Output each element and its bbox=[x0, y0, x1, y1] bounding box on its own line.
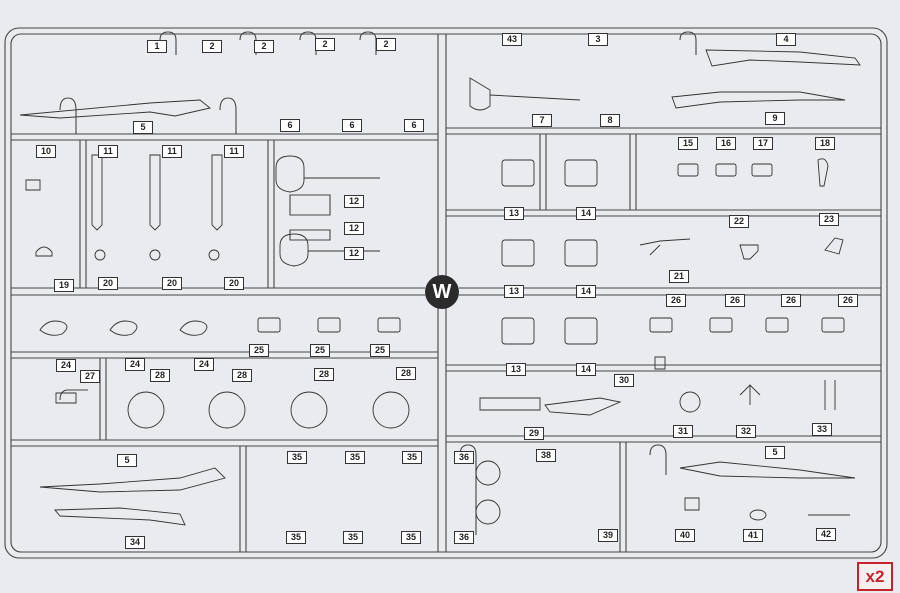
sprue-letter-badge: W bbox=[425, 275, 459, 309]
part-label: 28 bbox=[232, 369, 252, 382]
part-label: 13 bbox=[506, 363, 526, 376]
part-label: 26 bbox=[781, 294, 801, 307]
part-label: 10 bbox=[36, 145, 56, 158]
part-label: 24 bbox=[56, 359, 76, 372]
part-label: 25 bbox=[370, 344, 390, 357]
part-label: 42 bbox=[816, 528, 836, 541]
part-label: 13 bbox=[504, 207, 524, 220]
bayonet-scabbard-parts bbox=[92, 155, 222, 230]
part-label: 1 bbox=[147, 40, 167, 53]
part-label: 5 bbox=[117, 454, 137, 467]
part-label: 35 bbox=[343, 531, 363, 544]
sprue-frame bbox=[5, 28, 887, 558]
part-label: 36 bbox=[454, 531, 474, 544]
misc-parts bbox=[26, 78, 850, 524]
part-label: 40 bbox=[675, 529, 695, 542]
part-label: 20 bbox=[224, 277, 244, 290]
part-label: 15 bbox=[678, 137, 698, 150]
part-label: 29 bbox=[524, 427, 544, 440]
part-label: 35 bbox=[345, 451, 365, 464]
part-label: 26 bbox=[838, 294, 858, 307]
part-label: 35 bbox=[286, 531, 306, 544]
part-label: 19 bbox=[54, 279, 74, 292]
pouch-parts bbox=[258, 160, 844, 344]
part-label: 17 bbox=[753, 137, 773, 150]
part-label: 25 bbox=[310, 344, 330, 357]
rifle-parts bbox=[20, 50, 860, 525]
part-label: 26 bbox=[666, 294, 686, 307]
part-label: 14 bbox=[576, 207, 596, 220]
part-label: 14 bbox=[576, 285, 596, 298]
part-label: 28 bbox=[150, 369, 170, 382]
quantity-badge: x2 bbox=[857, 562, 893, 591]
part-label: 35 bbox=[402, 451, 422, 464]
shovel-parts bbox=[276, 156, 380, 266]
part-label: 11 bbox=[224, 145, 244, 158]
part-label: 13 bbox=[504, 285, 524, 298]
part-label: 33 bbox=[812, 423, 832, 436]
part-label: 35 bbox=[401, 531, 421, 544]
part-label: 43 bbox=[502, 33, 522, 46]
part-label: 20 bbox=[162, 277, 182, 290]
part-label: 23 bbox=[819, 213, 839, 226]
part-label: 6 bbox=[280, 119, 300, 132]
part-label: 6 bbox=[404, 119, 424, 132]
part-label: 41 bbox=[743, 529, 763, 542]
part-label: 35 bbox=[287, 451, 307, 464]
part-label: 24 bbox=[194, 358, 214, 371]
part-label: 3 bbox=[588, 33, 608, 46]
part-label: 21 bbox=[669, 270, 689, 283]
part-label: 30 bbox=[614, 374, 634, 387]
part-label: 28 bbox=[396, 367, 416, 380]
part-label: 31 bbox=[673, 425, 693, 438]
part-label: 9 bbox=[765, 112, 785, 125]
part-label: 11 bbox=[162, 145, 182, 158]
part-label: 24 bbox=[125, 358, 145, 371]
part-label: 12 bbox=[344, 247, 364, 260]
part-label: 26 bbox=[725, 294, 745, 307]
part-label: 7 bbox=[532, 114, 552, 127]
part-label: 27 bbox=[80, 370, 100, 383]
part-label: 22 bbox=[729, 215, 749, 228]
part-label: 2 bbox=[376, 38, 396, 51]
part-label: 16 bbox=[716, 137, 736, 150]
part-label: 4 bbox=[776, 33, 796, 46]
part-label: 2 bbox=[202, 40, 222, 53]
part-label: 8 bbox=[600, 114, 620, 127]
part-label: 39 bbox=[598, 529, 618, 542]
part-label: 2 bbox=[315, 38, 335, 51]
part-label: 25 bbox=[249, 344, 269, 357]
part-label: 11 bbox=[98, 145, 118, 158]
part-label: 12 bbox=[344, 195, 364, 208]
part-label: 28 bbox=[314, 368, 334, 381]
part-label: 18 bbox=[815, 137, 835, 150]
part-label: 6 bbox=[342, 119, 362, 132]
part-label: 32 bbox=[736, 425, 756, 438]
part-label: 34 bbox=[125, 536, 145, 549]
part-label: 5 bbox=[765, 446, 785, 459]
part-label: 14 bbox=[576, 363, 596, 376]
part-label: 12 bbox=[344, 222, 364, 235]
part-label: 20 bbox=[98, 277, 118, 290]
part-label: 36 bbox=[454, 451, 474, 464]
part-label: 5 bbox=[133, 121, 153, 134]
part-label: 2 bbox=[254, 40, 274, 53]
part-label: 38 bbox=[536, 449, 556, 462]
